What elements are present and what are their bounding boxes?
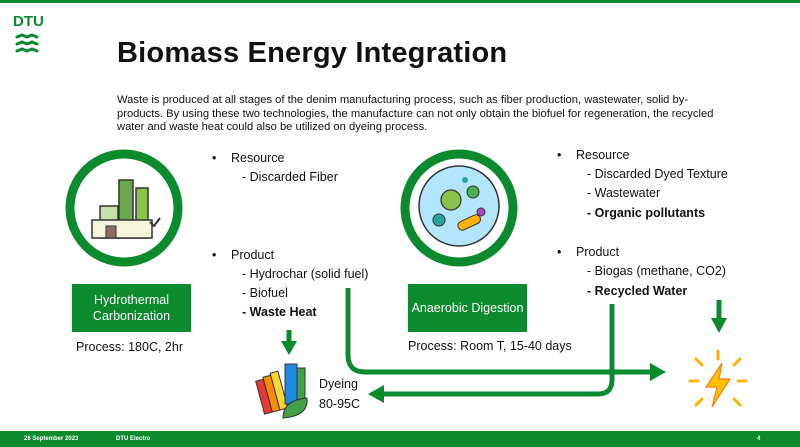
hydrothermal-carbonization-box: Hydrothermal Carbonization xyxy=(72,284,191,332)
left-process-text: Process: 180C, 2hr xyxy=(76,340,183,354)
dyeing-label: Dyeing xyxy=(319,377,358,391)
fabric-dyeing-icon xyxy=(255,363,308,419)
right-product-heading: Product xyxy=(557,245,619,259)
left-product-heading: Product xyxy=(212,248,274,262)
left-product-item: - Hydrochar (solid fuel) xyxy=(242,267,369,281)
footer-org: DTU Electro xyxy=(116,436,151,442)
right-process-text: Process: Room T, 15-40 days xyxy=(408,339,572,353)
footer-page-number: 4 xyxy=(757,436,761,442)
right-resource-item: - Organic pollutants xyxy=(587,206,706,220)
footer-bar: 26 September 2023 DTU Electro 4 xyxy=(0,431,800,447)
left-resource-heading: Resource xyxy=(212,151,284,165)
left-resource-item: - Discarded Fiber xyxy=(242,170,338,184)
anaerobic-digestion-box: Anaerobic Digestion xyxy=(408,284,527,332)
bacteria-icon xyxy=(400,149,518,267)
right-resource-item: - Wastewater xyxy=(587,186,661,200)
dtu-logo-icon xyxy=(15,33,39,53)
top-accent-bar xyxy=(0,0,800,3)
right-product-item: - Biogas (methane, CO2) xyxy=(587,264,726,278)
footer-date: 26 September 2023 xyxy=(24,436,79,442)
description-paragraph: Waste is produced at all stages of the d… xyxy=(117,94,714,134)
left-product-item: - Biofuel xyxy=(242,286,288,300)
plant-factory-icon xyxy=(65,149,183,267)
right-resource-item: - Discarded Dyed Texture xyxy=(587,167,728,181)
left-product-item: - Waste Heat xyxy=(242,305,317,319)
dyeing-temp: 80-95C xyxy=(319,397,360,411)
right-resource-heading: Resource xyxy=(557,148,629,162)
right-product-item: - Recycled Water xyxy=(587,284,688,298)
page-title: Biomass Energy Integration xyxy=(117,37,508,69)
dtu-logo-text: DTU xyxy=(13,13,44,30)
lightning-energy-icon xyxy=(688,349,748,408)
